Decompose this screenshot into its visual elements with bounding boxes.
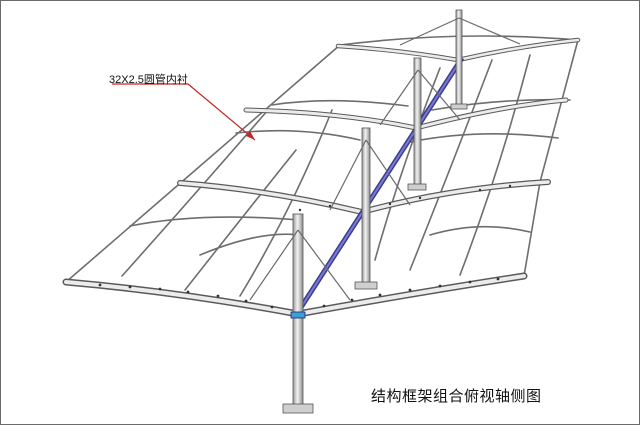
tension-rods	[249, 17, 521, 301]
support-posts	[282, 9, 468, 414]
callout-label: 32X2.5圆管内衬	[109, 74, 188, 86]
arch-holes	[98, 184, 512, 309]
ridge-beam	[295, 56, 465, 314]
diagram-caption: 结构框架组合俯视轴侧图	[371, 387, 542, 405]
callout-arrow	[112, 83, 256, 141]
